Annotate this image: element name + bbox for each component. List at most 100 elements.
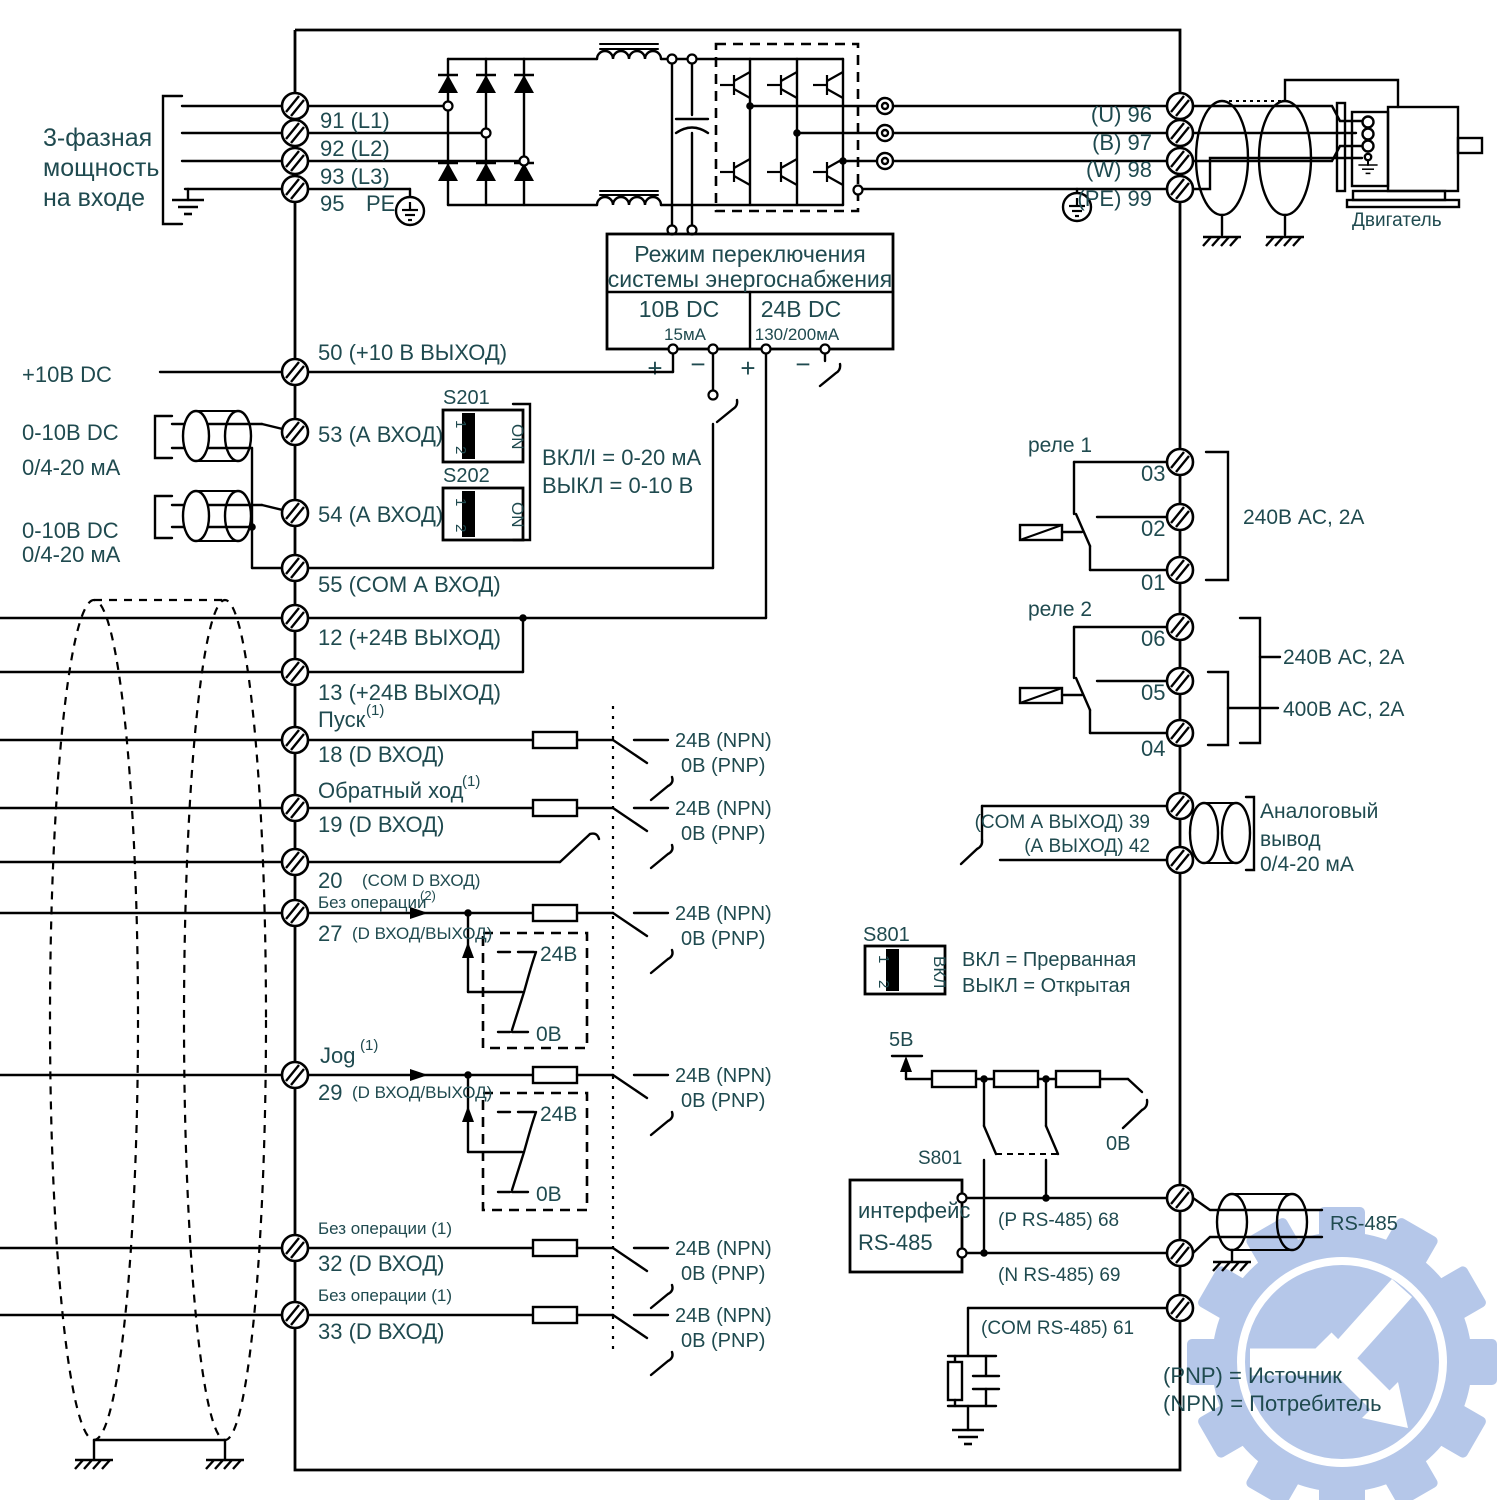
signal-arrow-icon [410, 1069, 428, 1081]
s801-note1: ВКЛ = Прерванная [962, 949, 1136, 971]
aout-label-line3: 0/4-20 мА [1260, 853, 1354, 876]
dip-switch-s201: S201 1 2 ON [441, 387, 527, 464]
pnp-switch-icon [649, 948, 674, 975]
noop-27-label: Без операции [318, 893, 427, 912]
npn-label: 24В (NPN) [675, 1065, 772, 1087]
analog-inputs: +10В DC 0-10В DC 0/4-20 мА 0-10В DC 0/4-… [22, 340, 701, 597]
motor: Двигатель [1335, 101, 1484, 231]
terminal-39-label: (COM А ВЫХОД) 39 [975, 812, 1150, 833]
pnp-label: 0В (PNP) [681, 1263, 765, 1285]
dinput-20-row [293, 832, 601, 864]
terminal-29-label: 29 [318, 1080, 342, 1105]
terminal-32-label: 32 (D ВХОД) [318, 1251, 444, 1276]
motor-circuit: (U) 96 (B) 97 (W) 98 (PE) 99 Двигатель [1077, 78, 1484, 248]
psu-10v-label: 10В DC [639, 296, 720, 322]
analog-output: (COM А ВЫХОД) 39 (А ВЫХОД) 42 Аналоговый… [959, 791, 1378, 876]
terminal-27 [280, 898, 310, 928]
terminal-98-label: (W) 98 [1086, 157, 1152, 182]
start-label: Пуск [318, 707, 366, 732]
shield-ground-icon [73, 1458, 115, 1471]
terminal-92-label: 92 (L2) [320, 136, 390, 161]
psu-24v-current: 130/200мА [755, 325, 840, 344]
terminal-02 [1165, 502, 1195, 532]
npn-label: 24В (NPN) [675, 730, 772, 752]
relay-2: реле 2 06 05 04 240В AC, 2А 400В AC, 2А [1018, 598, 1404, 761]
pullup-resistor-icon [930, 1069, 978, 1089]
terminal-04 [1165, 718, 1195, 748]
dinput-19-row: 24В (NPN) 0В (PNP) [293, 798, 772, 870]
analog-cable-1 [153, 409, 297, 463]
psu-24v-label: 24В DC [761, 296, 842, 322]
psu-plus2: + [740, 353, 755, 383]
terminal-93-label: 93 (L3) [320, 164, 390, 189]
watermark-k-arrow [1250, 1278, 1413, 1414]
s801-label: S801 [863, 924, 910, 946]
terminal-03 [1165, 447, 1195, 477]
npn-label: 24В (NPN) [675, 798, 772, 820]
legend: (PNP) = Источник (NPN) = Потребитель [1163, 1363, 1382, 1416]
s801-on-label: ВКЛ [930, 956, 949, 988]
dip-switch-s202: S202 1 2 ON [441, 465, 527, 542]
noop-27-footnote: (2) [420, 888, 436, 903]
pulldown-resistor-icon [1054, 1069, 1102, 1089]
legend-pnp: (PNP) = Источник [1163, 1363, 1342, 1388]
dc-link [446, 43, 845, 236]
motor-label: Двигатель [1352, 210, 1442, 231]
terminal-96-label: (U) 96 [1091, 102, 1152, 127]
igbt-icon [765, 157, 799, 187]
common-switch-icon [588, 832, 601, 841]
pnp-label: 0В (PNP) [681, 928, 765, 950]
pnp-label: 0В (PNP) [681, 1330, 765, 1352]
analog-cable-2 [153, 489, 297, 543]
s801-pos1: 1 [875, 955, 892, 963]
input-label-line3: на входе [43, 184, 145, 212]
drive-enclosure [293, 28, 1182, 1472]
dinput-32-row: 24В (NPN) 0В (PNP) [293, 1238, 772, 1310]
terminal-98 [1165, 146, 1195, 176]
input-resistor-icon [531, 1065, 579, 1085]
terminal-29 [280, 1060, 310, 1090]
s20x-note1: ВКЛ/I = 0-20 мА [542, 445, 701, 470]
ain1-current-label: 0/4-20 мА [22, 455, 121, 480]
psu-switch-blade-icon [715, 398, 739, 424]
psu-plus1: + [647, 353, 662, 383]
igbt-icon [811, 157, 845, 187]
terminal-29-sublabel: (D ВХОД/ВЫХОД) [352, 1083, 492, 1102]
phase-output-connectors [875, 96, 895, 171]
terminal-39 [1165, 791, 1195, 821]
terminal-02-label: 02 [1141, 516, 1165, 541]
s201-pos2: 2 [452, 446, 469, 454]
terminal-97-label: (B) 97 [1092, 130, 1152, 155]
terminal-95 [280, 174, 310, 204]
dip-switch-s801: S801 1 2 ВКЛ ВКЛ = Прерванная ВЫКЛ = Отк… [863, 924, 1136, 997]
terminal-54-label: 54 (А ВХОД) [318, 502, 443, 527]
pnp-label: 0В (PNP) [681, 755, 765, 777]
rs485-5v-label: 5В [889, 1029, 913, 1051]
terminal-91-label: 91 (L1) [320, 108, 390, 133]
pe-input-earth-circle-icon [394, 195, 426, 227]
relay1-rating: 240В AC, 2А [1243, 506, 1364, 529]
pnp-switch-icon [649, 843, 674, 870]
selector-24v-label: 24В [540, 1103, 577, 1126]
source-selector-29: 24В 0В [481, 1091, 589, 1212]
terminal-42-label: (А ВЫХОД) 42 [1024, 836, 1150, 857]
rs485-section: 5В 0В S801 интерфейс RS-485 (P RS-485) 6… [848, 1029, 1398, 1446]
terminal-04-label: 04 [1141, 736, 1165, 761]
selector-0v-label: 0В [536, 1023, 562, 1046]
terminal-55-label: 55 (COM А ВХОД) [318, 572, 501, 597]
rs485-cable-shield [1211, 1192, 1309, 1273]
s201-label: S201 [443, 387, 490, 409]
s202-on-label: ON [508, 502, 527, 528]
start-footnote: (1) [366, 702, 384, 719]
s202-label: S202 [443, 465, 490, 487]
psu-title-line2: системы энергоснабжения [608, 266, 892, 292]
terminal-13-label: 13 (+24В ВЫХОД) [318, 680, 501, 705]
igbt-icon [811, 70, 845, 100]
dc-inductor-top [595, 49, 663, 61]
input-label-line2: мощность [43, 154, 159, 182]
terminal-32 [280, 1233, 310, 1263]
relay-1: реле 1 03 02 01 240В AC, 2А [1018, 434, 1364, 595]
watermark-gear-logo [1187, 1207, 1497, 1500]
input-resistor-icon [531, 903, 579, 923]
